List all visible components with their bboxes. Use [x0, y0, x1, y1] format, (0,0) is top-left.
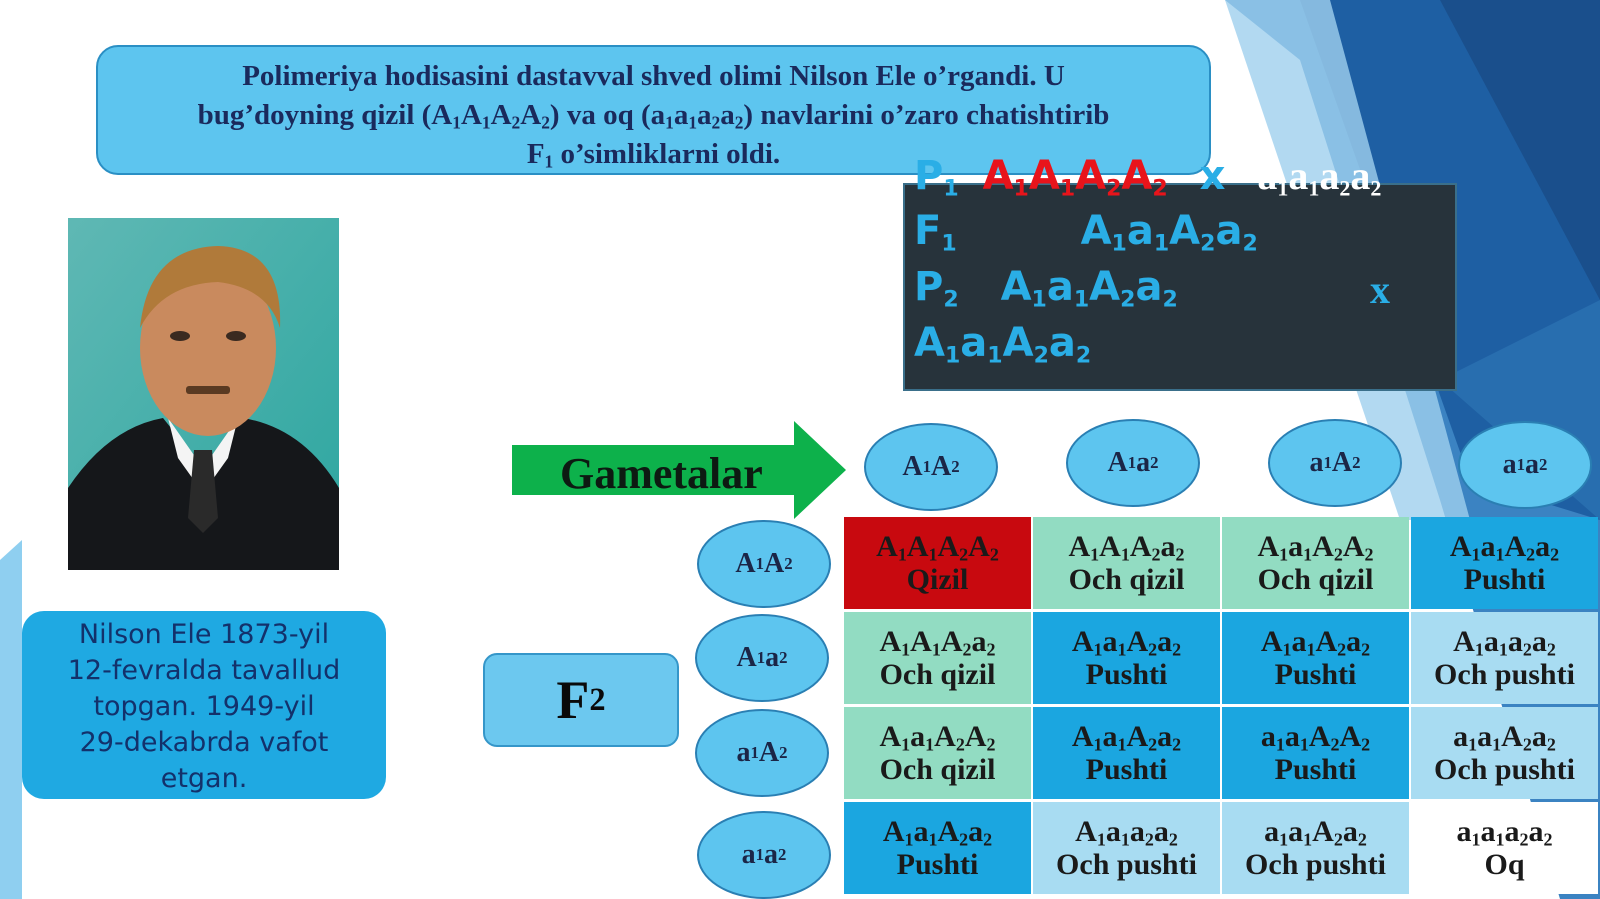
portrait-image — [68, 218, 339, 570]
cell-phenotype: Och qizil — [879, 658, 996, 691]
cell-phenotype: Och pushti — [1056, 848, 1197, 881]
p2-cross-symbol: x — [1370, 267, 1390, 312]
p1-cross: P1 A1A1A2A2 x a1a1a2a2 — [914, 153, 1382, 202]
bio-line: etgan. — [160, 763, 248, 794]
bio-line: 29-dekabrda vafot — [79, 727, 329, 758]
bio-line: Nilson Ele 1873-yil — [78, 619, 330, 650]
intro-line-1: Polimeriya hodisasini dastavval shved ol… — [242, 60, 1065, 92]
cell-phenotype: Pushti — [1274, 753, 1357, 786]
cell-genotype: A1a1A2A2 — [1257, 530, 1374, 565]
cell-phenotype: Och qizil — [879, 753, 996, 786]
cell-genotype: A1a1A2A2 — [879, 720, 996, 755]
cell-genotype: A1A1A2A2 — [876, 530, 999, 565]
bio-line: 12-fevralda tavallud — [67, 655, 341, 686]
cross-panel — [903, 183, 1457, 391]
cell-phenotype: Pushti — [1085, 658, 1168, 691]
cell-phenotype: Pushti — [1274, 658, 1357, 691]
cell-genotype: A1a1a2a2 — [1075, 815, 1178, 850]
cell-genotype: A1A1A2a2 — [879, 625, 996, 660]
cell-phenotype: Qizil — [906, 563, 969, 596]
intro-line-2: bug’doyning qizil (A1A1A2A2) va oq (a1a1… — [197, 99, 1110, 133]
cell-genotype: a1a1A2a2 — [1264, 815, 1367, 850]
intro-text-box: Polimeriya hodisasini dastavval shved ol… — [96, 45, 1211, 175]
cell-phenotype: Och pushti — [1434, 658, 1575, 691]
gametes-label: Gametalar — [560, 449, 763, 498]
cell-phenotype: Och pushti — [1434, 753, 1575, 786]
cell-genotype: a1a1a2a2 — [1456, 815, 1553, 850]
intro-line-3: F1 o’simliklarni oldi. — [526, 138, 781, 172]
cell-genotype: A1a1A2a2 — [1071, 625, 1182, 660]
cell-phenotype: Och qizil — [1257, 563, 1374, 596]
cell-phenotype: Pushti — [896, 848, 979, 881]
cell-phenotype: Och qizil — [1068, 563, 1185, 596]
cell-phenotype: Oq — [1484, 848, 1525, 881]
cell-genotype: A1a1A2a2 — [1449, 530, 1560, 565]
bio-box: Nilson Ele 1873-yil 12-fevralda tavallud… — [22, 611, 386, 799]
cell-genotype: A1a1a2a2 — [1453, 625, 1556, 660]
cell-phenotype: Pushti — [1463, 563, 1546, 596]
cell-genotype: A1A1A2a2 — [1068, 530, 1185, 565]
cell-genotype: a1a1A2a2 — [1453, 720, 1556, 755]
bio-line: topgan. 1949-yil — [93, 691, 315, 722]
arrow-right-icon — [512, 421, 846, 519]
p2-second-parent: A1a1A2a2 — [914, 320, 1092, 369]
cell-genotype: a1a1A2A2 — [1260, 720, 1371, 755]
cell-genotype: A1a1A2a2 — [1260, 625, 1371, 660]
cell-genotype: A1a1A2a2 — [1071, 720, 1182, 755]
cell-genotype: A1a1A2a2 — [882, 815, 993, 850]
cell-phenotype: Och pushti — [1245, 848, 1386, 881]
p2-cross: P2 A1a1A2a2 — [914, 264, 1178, 313]
cell-phenotype: Pushti — [1085, 753, 1168, 786]
f1-line: F1 A1a1A2a2 — [914, 208, 1258, 257]
